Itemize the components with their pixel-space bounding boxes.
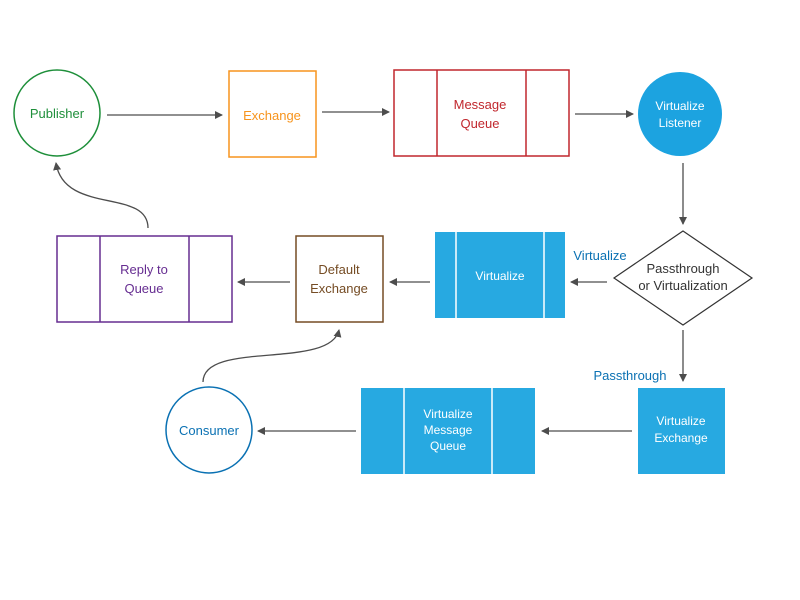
consumer-node: Consumer [165,386,253,474]
virtualize-message-queue-label-line2: Message [424,423,473,437]
reply-to-queue-label-line1: Reply to [120,262,168,277]
virtualize-node: Virtualize [435,232,565,318]
message-queue-node: Message Queue [393,69,570,157]
virtualize-message-queue-label-line1: Virtualize [423,407,472,421]
default-exchange-node: Default Exchange [295,235,384,323]
publisher-node: Publisher [13,69,101,157]
virtualize-message-queue-node: Virtualize Message Queue [361,388,535,474]
decision-node: Passthrough or Virtualization [612,230,754,326]
edge-label-virtualize: Virtualize [573,248,626,263]
edge-label-passthrough: Passthrough [594,368,667,383]
connectors [53,108,687,435]
virtualize-label: Virtualize [475,269,524,283]
message-queue-label-line2: Queue [460,116,499,131]
virtualize-exchange-node: Virtualize Exchange [638,388,725,474]
virtualize-listener-label-line1: Virtualize [655,99,704,113]
exchange-label: Exchange [243,108,301,123]
default-exchange-label-line1: Default [318,262,360,277]
decision-label-line1: Passthrough [647,261,720,276]
arrow-consumer-to-default-exchange [202,329,342,383]
reply-to-queue-node: Reply to Queue [56,235,233,323]
virtualize-listener-label-line2: Listener [659,116,702,130]
publisher-label: Publisher [30,106,85,121]
message-queue-label-line1: Message [454,97,507,112]
exchange-node: Exchange [228,70,317,158]
consumer-label: Consumer [179,423,240,438]
decision-label-line2: or Virtualization [638,278,727,293]
virtualize-exchange-label-line1: Virtualize [656,414,705,428]
virtualize-listener-node: Virtualize Listener [638,72,722,156]
arrow-reply-queue-to-publisher [53,162,149,229]
virtualize-message-queue-label-line3: Queue [430,439,466,453]
default-exchange-label-line2: Exchange [310,281,368,296]
virtualize-exchange-label-line2: Exchange [654,431,708,445]
reply-to-queue-label-line2: Queue [124,281,163,296]
